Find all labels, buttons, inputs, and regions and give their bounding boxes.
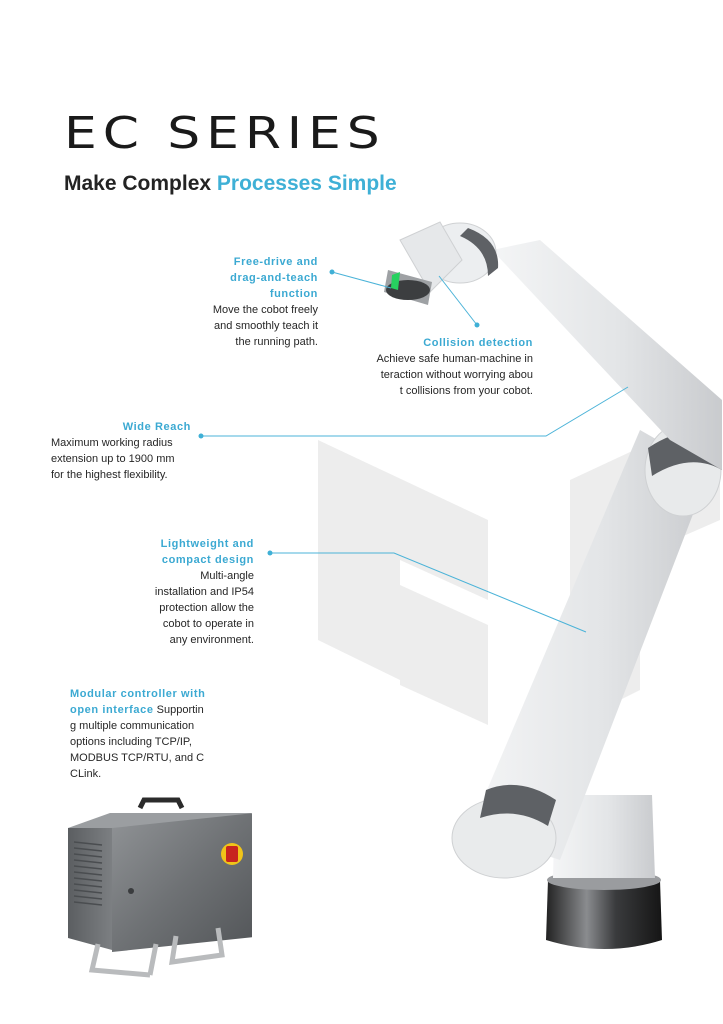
feature-title: Wide Reach	[122, 421, 191, 433]
feature-title: Collision detection	[423, 337, 533, 349]
feature-modular-controller: Modular controller with open interface S…	[70, 686, 230, 782]
callout-lines	[201, 271, 629, 633]
feature-wide-reach: Wide Reach Maximum working radius extens…	[51, 419, 191, 483]
callout-dots	[198, 269, 480, 556]
robot-arm-image	[384, 221, 722, 949]
feature-description: Achieve safe human-machine in teraction …	[376, 353, 533, 397]
page-title: EC SERIES	[64, 108, 386, 159]
feature-description: Move the cobot freely and smoothly teach…	[212, 304, 318, 348]
feature-collision-detection: Collision detection Achieve safe human-m…	[332, 335, 533, 399]
page-subtitle: Make Complex Processes Simple	[64, 172, 397, 196]
subtitle-accent: Processes Simple	[216, 172, 397, 195]
controller-cabinet-image	[68, 797, 252, 978]
feature-title: Lightweight and compact design	[160, 538, 254, 566]
feature-title: Free-drive and drag-and-teach function	[230, 256, 318, 300]
feature-free-drive: Free-drive and drag-and-teach function M…	[180, 254, 318, 350]
feature-title-continued: open interface	[70, 704, 154, 716]
feature-description: Multi-angle installation and IP54 protec…	[154, 570, 254, 646]
subtitle-dark: Make Complex	[64, 172, 212, 195]
feature-description: open interface Supportin g multiple comm…	[70, 704, 205, 780]
feature-description: Maximum working radius extension up to 1…	[51, 437, 175, 481]
feature-lightweight: Lightweight and compact design Multi-ang…	[130, 536, 254, 648]
feature-title: Modular controller with	[70, 688, 206, 700]
